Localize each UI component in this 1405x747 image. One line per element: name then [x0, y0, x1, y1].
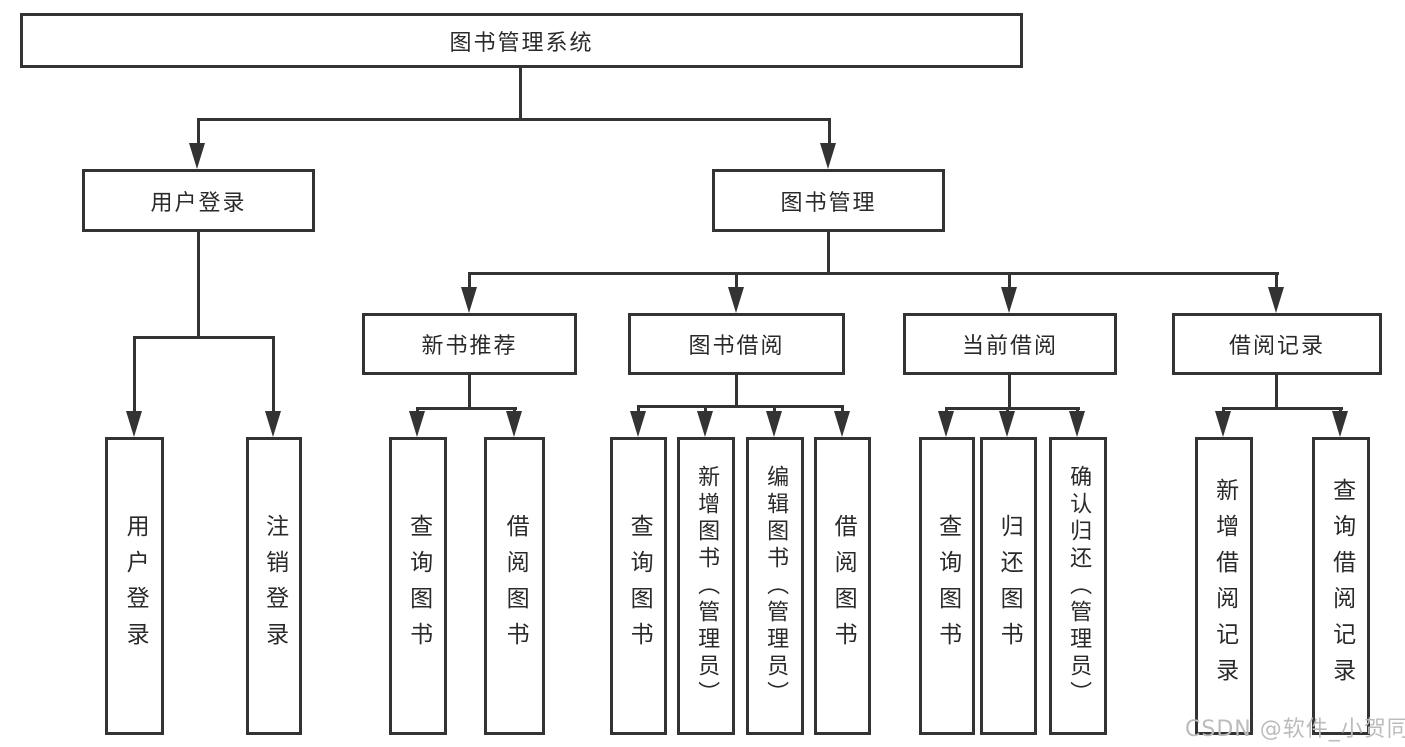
connector-line — [1008, 375, 1011, 407]
leaf-user-login: 用户登录 — [105, 437, 164, 735]
arrow-down-icon — [630, 411, 646, 437]
arrow-down-icon — [461, 287, 477, 313]
connector-line — [519, 68, 522, 118]
connector-line — [1008, 272, 1011, 289]
connector-line — [513, 407, 516, 413]
node-new-book-recommend: 新书推荐 — [362, 313, 577, 375]
node-user-login: 用户登录 — [82, 169, 315, 232]
connector-line — [133, 336, 274, 339]
connector-line — [1339, 407, 1342, 413]
connector-line — [735, 272, 738, 289]
connector-line — [841, 405, 844, 413]
arrow-down-icon — [834, 411, 850, 437]
leaf-query-borrow-record: 查询借阅记录 — [1312, 437, 1370, 735]
connector-line — [469, 272, 1279, 275]
arrow-down-icon — [999, 411, 1015, 437]
connector-line — [1275, 272, 1278, 289]
leaf-return-books: 归还图书 — [980, 437, 1037, 735]
connector-line — [468, 272, 471, 289]
leaf-query-books-current: 查询图书 — [919, 437, 975, 735]
arrow-down-icon — [1069, 411, 1085, 437]
connector-line — [416, 407, 517, 410]
connector-line — [827, 232, 830, 272]
connector-line — [735, 375, 738, 405]
arrow-down-icon — [1332, 411, 1348, 437]
node-current-borrow: 当前借阅 — [903, 313, 1117, 375]
arrow-down-icon — [1215, 411, 1231, 437]
connector-line — [416, 407, 419, 413]
connector-line — [1222, 407, 1343, 410]
arrow-down-icon — [506, 411, 522, 437]
leaf-logout: 注销登录 — [246, 437, 302, 735]
connector-line — [945, 407, 1080, 410]
arrow-down-icon — [1268, 287, 1284, 313]
node-book-management: 图书管理 — [712, 169, 945, 232]
connector-line — [1275, 375, 1278, 407]
arrow-down-icon — [938, 411, 954, 437]
connector-line — [197, 118, 200, 146]
connector-line — [197, 232, 200, 336]
connector-line — [945, 407, 948, 413]
arrow-down-icon — [265, 411, 281, 437]
arrow-down-icon — [1001, 287, 1017, 313]
connector-line — [1222, 407, 1225, 413]
csdn-watermark: CSDN @软件_小贺同学 — [1185, 717, 1405, 742]
leaf-borrow-books: 借阅图书 — [814, 437, 871, 735]
connector-line — [197, 118, 831, 121]
connector-line — [468, 375, 471, 407]
arrow-down-icon — [409, 411, 425, 437]
connector-line — [1006, 407, 1009, 413]
arrow-down-icon — [766, 411, 782, 437]
connector-line — [637, 405, 640, 413]
leaf-add-borrow-record: 新增借阅记录 — [1195, 437, 1253, 735]
connector-line — [272, 336, 275, 413]
leaf-query-books-borrow: 查询图书 — [610, 437, 667, 735]
connector-line — [133, 336, 136, 413]
arrow-down-icon — [728, 287, 744, 313]
arrow-down-icon — [126, 411, 142, 437]
leaf-add-books-admin: 新增图书（管理员） — [677, 437, 735, 735]
leaf-borrow-books-recommend: 借阅图书 — [484, 437, 545, 735]
node-borrow-records: 借阅记录 — [1172, 313, 1382, 375]
leaf-query-books-recommend: 查询图书 — [389, 437, 447, 735]
arrow-down-icon — [820, 143, 836, 169]
leaf-confirm-return-admin: 确认归还（管理员） — [1049, 437, 1107, 735]
arrow-down-icon — [697, 411, 713, 437]
leaf-edit-books-admin: 编辑图书（管理员） — [746, 437, 804, 735]
connector-line — [773, 405, 776, 413]
connector-line — [1076, 407, 1079, 413]
connector-line — [704, 405, 707, 413]
connector-line — [828, 118, 831, 146]
node-book-borrow: 图书借阅 — [628, 313, 845, 375]
connector-line — [637, 405, 844, 408]
node-root-system: 图书管理系统 — [20, 13, 1023, 68]
arrow-down-icon — [189, 143, 205, 169]
